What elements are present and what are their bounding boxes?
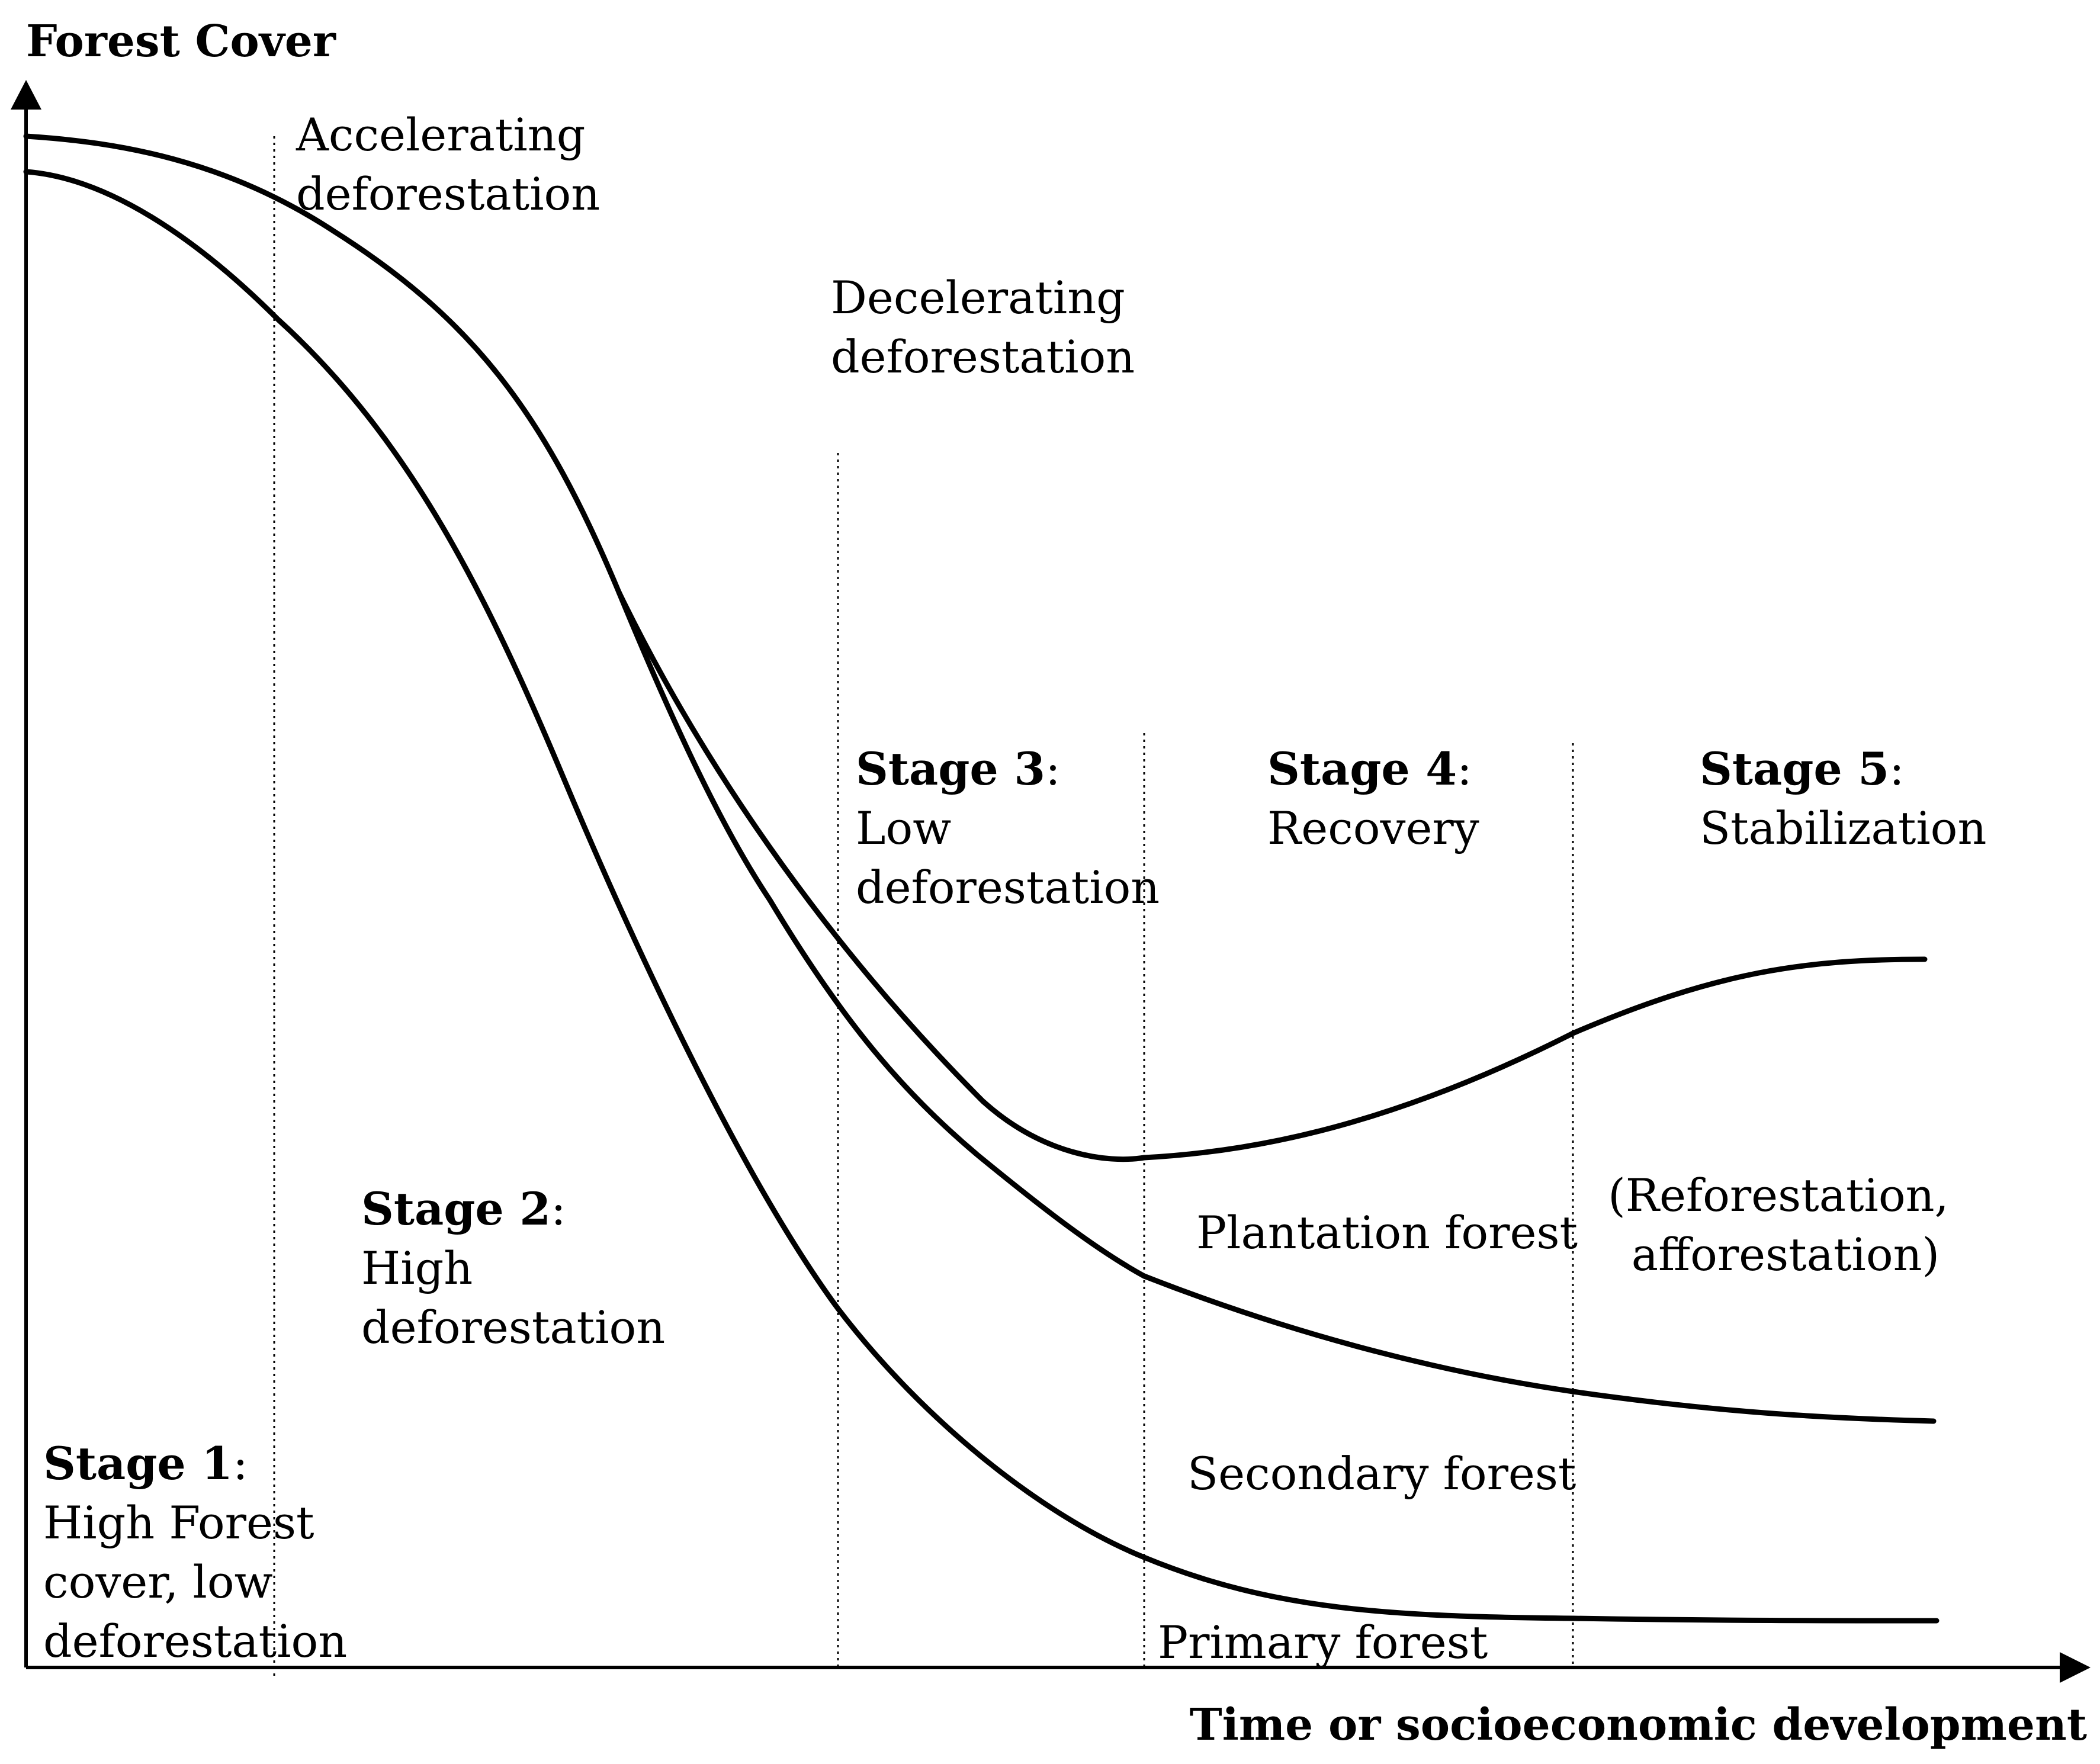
phase-label-decelerating: Decelerating deforestation (831, 271, 1139, 383)
y-axis-arrowhead (11, 80, 41, 110)
stage2-label: Stage 2: High deforestation (361, 1183, 665, 1354)
primary-forest-label: Primary forest (1158, 1616, 1488, 1669)
secondary-forest-curve (616, 589, 1937, 1424)
plantation-forest-label: Plantation forest (1196, 1206, 1578, 1259)
stage1-label: Stage 1: High Forest cover, low deforest… (43, 1437, 347, 1667)
reforestation-note: (Reforestation, afforestation) (1608, 1169, 1963, 1281)
primary-forest-curve (23, 169, 1940, 1624)
stage3-label: Stage 3: Low deforestation (856, 743, 1160, 914)
x-axis-arrowhead (2060, 1652, 2091, 1683)
y-axis-title: Forest Cover (26, 16, 336, 67)
x-axis-title: Time or socioeconomic development (1190, 1699, 2087, 1750)
secondary-forest-label: Secondary forest (1187, 1447, 1576, 1500)
stage5-label: Stage 5: Stabilization (1700, 743, 1986, 854)
phase-label-accelerating: Accelerating deforestation (296, 108, 600, 220)
stage4-label: Stage 4: Recovery (1267, 743, 1486, 854)
total-forest-curve (23, 133, 1928, 1162)
